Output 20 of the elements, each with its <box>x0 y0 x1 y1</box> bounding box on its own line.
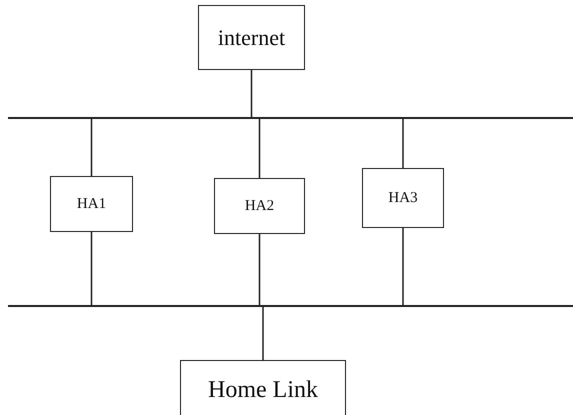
node-label: HA3 <box>388 190 418 206</box>
network-box <box>214 178 305 234</box>
connector-line <box>90 119 92 176</box>
connector-line <box>90 232 92 305</box>
network-bus-line <box>8 305 573 307</box>
connector-line <box>402 228 404 305</box>
network-bus-line <box>8 117 573 119</box>
connector-line <box>262 307 264 360</box>
connector-line <box>402 119 404 168</box>
network-box <box>180 360 346 415</box>
node-label: HA1 <box>76 196 106 212</box>
network-box <box>198 5 305 70</box>
network-box <box>362 168 444 228</box>
node-label: internet <box>218 24 286 50</box>
node-label: HA2 <box>244 198 274 214</box>
network-box <box>50 176 133 232</box>
connector-line <box>258 234 260 305</box>
connector-line <box>250 70 252 117</box>
node-label: Home Link <box>208 376 318 404</box>
connector-line <box>258 119 260 178</box>
